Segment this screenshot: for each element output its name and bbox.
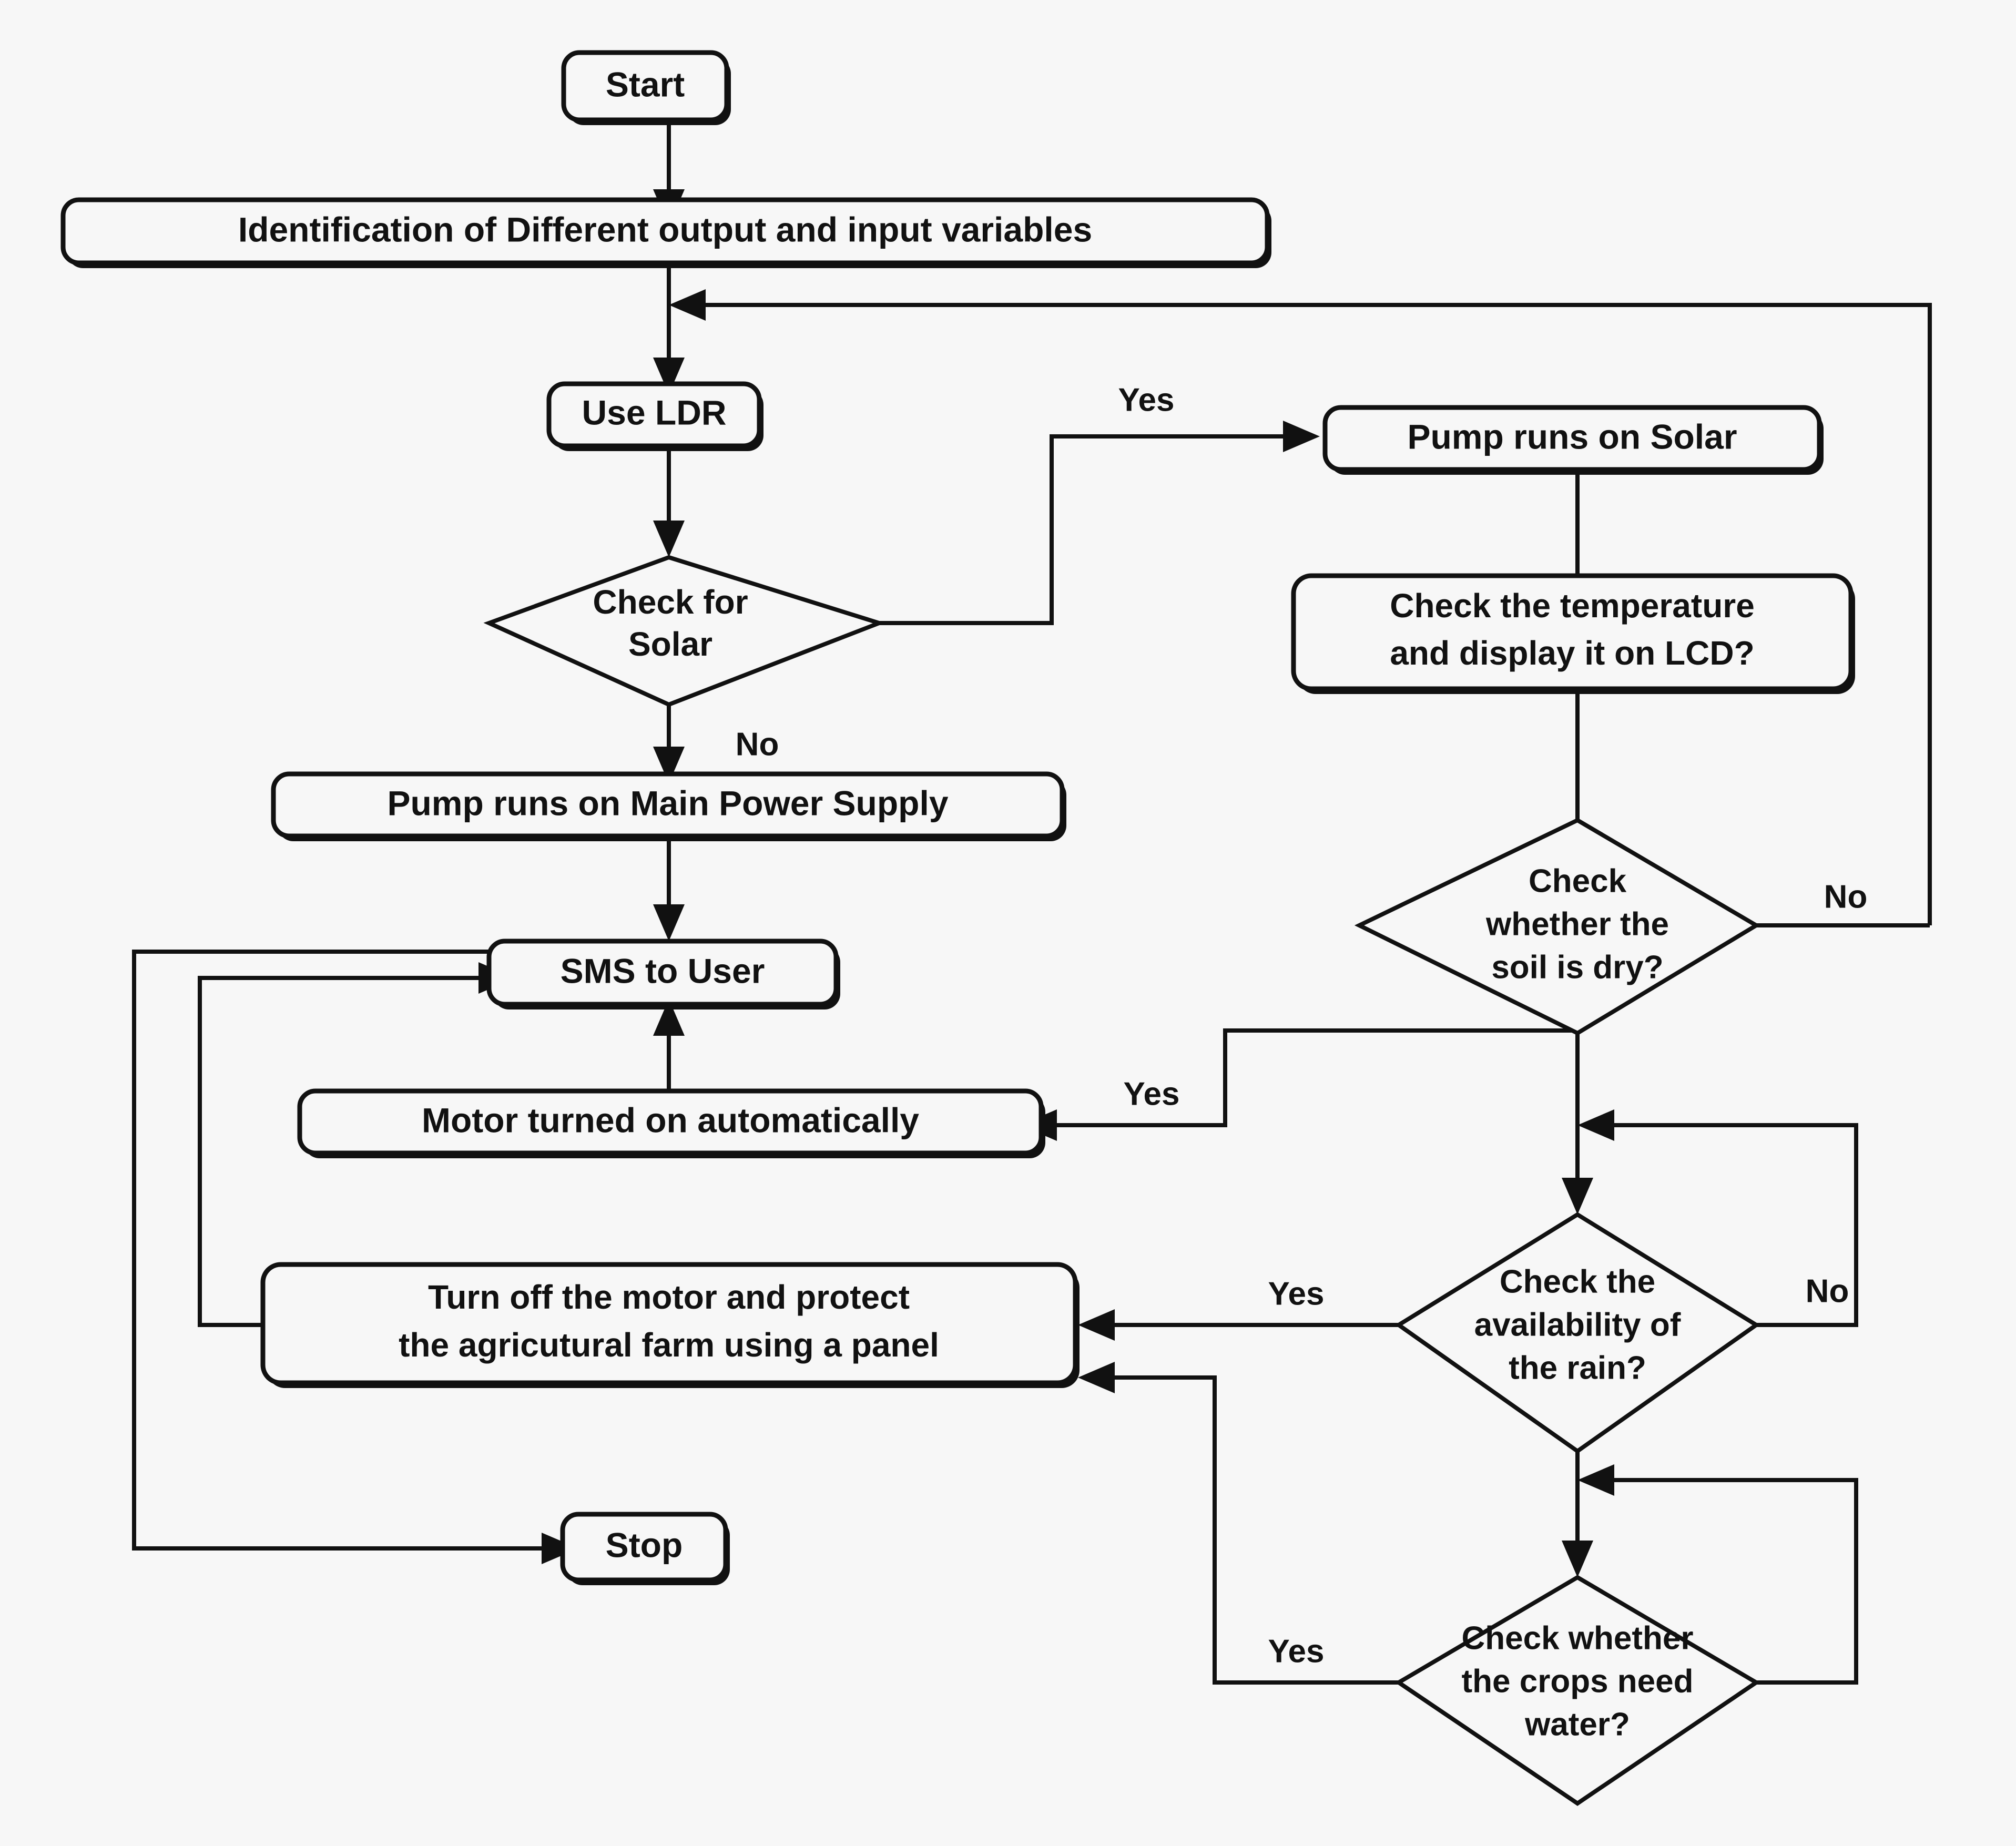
edge-label-soil-yes: Yes bbox=[1124, 1076, 1180, 1112]
node-check-crops-line3: water? bbox=[1524, 1706, 1630, 1742]
node-sms-user[interactable]: SMS to User bbox=[486, 939, 840, 1009]
arrow-checksolar-no-to-pumpmain bbox=[653, 747, 685, 783]
node-check-rain-line3: the rain? bbox=[1509, 1350, 1646, 1386]
node-turn-off-motor-line1: Turn off the motor and protect bbox=[428, 1278, 910, 1316]
arrow-checksoil-to-checkrain bbox=[1562, 1178, 1593, 1215]
edge-checkrain-no-return bbox=[1609, 1123, 1858, 1327]
node-pump-solar-label: Pump runs on Solar bbox=[1407, 417, 1737, 456]
arrow-checkrain-no-return bbox=[1577, 1109, 1614, 1141]
arrow-motoron-to-sms bbox=[653, 999, 685, 1036]
node-motor-on-label: Motor turned on automatically bbox=[422, 1100, 919, 1139]
node-identification[interactable]: Identification of Different output and i… bbox=[60, 197, 1271, 268]
node-check-crops-line2: the crops need bbox=[1462, 1663, 1694, 1699]
node-check-soil-line3: soil is dry? bbox=[1491, 949, 1663, 985]
edge-global-return-loop bbox=[699, 303, 1932, 925]
arrow-global-return-loop bbox=[669, 289, 706, 321]
edge-checkcrops-yes-to-turnoff bbox=[1104, 1375, 1399, 1685]
edge-checksolar-yes-to-pumpsolar bbox=[826, 434, 1294, 625]
node-check-rain[interactable]: Check the availability of the rain? bbox=[1394, 1212, 1760, 1454]
edge-label-rain-no: No bbox=[1806, 1273, 1849, 1309]
node-motor-on[interactable]: Motor turned on automatically bbox=[297, 1088, 1045, 1158]
edge-label-rain-yes: Yes bbox=[1268, 1276, 1325, 1312]
node-turn-off-motor-line2: the agricutural farm using a panel bbox=[399, 1326, 939, 1364]
node-sms-user-label: SMS to User bbox=[561, 951, 765, 990]
node-start-label: Start bbox=[606, 65, 685, 104]
node-check-temperature-line1: Check the temperature bbox=[1390, 587, 1755, 625]
node-use-ldr[interactable]: Use LDR bbox=[546, 381, 763, 451]
node-check-crops[interactable]: Check whether the crops need water? bbox=[1394, 1575, 1760, 1806]
node-check-rain-line2: availability of bbox=[1474, 1307, 1681, 1343]
node-pump-main[interactable]: Pump runs on Main Power Supply bbox=[271, 771, 1066, 841]
edge-turnoff-to-sms bbox=[198, 976, 489, 1327]
arrow-checkcrops-yes-to-turnoff bbox=[1078, 1362, 1115, 1393]
edge-labels: Yes No No Yes Yes No Yes bbox=[736, 382, 1868, 1669]
arrow-pumpmain-to-sms bbox=[653, 904, 685, 941]
connectors bbox=[132, 124, 1932, 1685]
arrow-identification-to-useldr bbox=[653, 358, 685, 394]
edge-label-solar-no: No bbox=[736, 726, 779, 762]
node-check-crops-line1: Check whether bbox=[1461, 1620, 1693, 1656]
node-check-soil-line1: Check bbox=[1529, 863, 1627, 899]
node-check-solar-line1: Check for bbox=[593, 583, 748, 621]
node-pump-main-label: Pump runs on Main Power Supply bbox=[387, 783, 948, 822]
node-check-soil-line2: whether the bbox=[1485, 906, 1669, 942]
node-start[interactable]: Start bbox=[561, 50, 731, 125]
node-check-rain-line1: Check the bbox=[1500, 1263, 1655, 1300]
node-check-solar-line2: Solar bbox=[628, 625, 712, 663]
edge-label-crops-yes: Yes bbox=[1268, 1633, 1325, 1669]
arrow-useldr-to-checksolar bbox=[653, 521, 685, 557]
node-pump-solar[interactable]: Pump runs on Solar bbox=[1322, 405, 1824, 475]
edge-label-solar-yes: Yes bbox=[1118, 382, 1175, 418]
node-check-solar[interactable]: Check for Solar bbox=[483, 555, 886, 707]
node-use-ldr-label: Use LDR bbox=[582, 393, 726, 432]
node-check-temperature[interactable]: Check the temperature and display it on … bbox=[1291, 573, 1855, 694]
node-check-temperature-line2: and display it on LCD? bbox=[1390, 634, 1754, 672]
arrow-checksolar-yes-to-pumpsolar bbox=[1283, 421, 1320, 452]
node-stop[interactable]: Stop bbox=[560, 1512, 730, 1585]
arrow-checkcrops-no-return bbox=[1577, 1464, 1614, 1496]
node-stop-label: Stop bbox=[606, 1525, 683, 1564]
edge-checkcrops-no-return bbox=[1609, 1478, 1858, 1685]
node-turn-off-motor[interactable]: Turn off the motor and protect the agric… bbox=[260, 1262, 1080, 1388]
arrow-checkrain-yes-to-turnoff bbox=[1078, 1309, 1115, 1341]
arrow-checkrain-to-checkcrops bbox=[1562, 1541, 1593, 1577]
node-check-soil[interactable]: Check whether the soil is dry? bbox=[1354, 818, 1760, 1036]
node-identification-label: Identification of Different output and i… bbox=[238, 210, 1092, 249]
edge-sms-loop-to-stop bbox=[132, 950, 552, 1551]
arrow-to-stop bbox=[542, 1533, 578, 1564]
edge-checksoil-yes-to-motoron bbox=[1046, 1028, 1577, 1127]
edge-label-soil-no: No bbox=[1824, 879, 1868, 915]
